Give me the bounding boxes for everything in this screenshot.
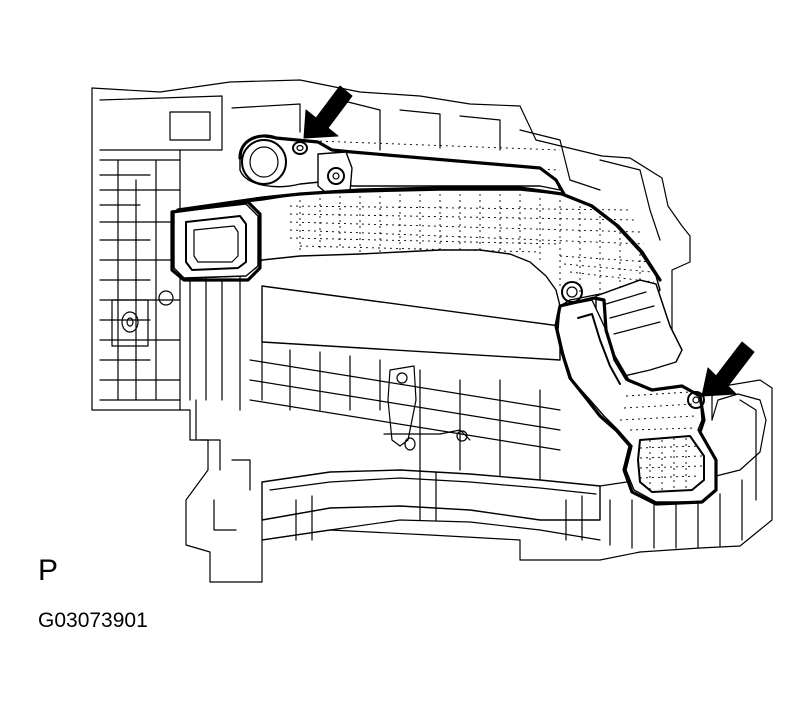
arrow-icon [701, 341, 755, 397]
heater-housing [91, 79, 773, 583]
arrow-icon [303, 85, 353, 139]
view-letter: P [38, 554, 59, 587]
figure-code: G03073901 [38, 609, 148, 632]
callout-arrow-top [303, 85, 353, 139]
air-duct [170, 134, 718, 506]
callout-arrow-bottom-right [701, 341, 755, 397]
